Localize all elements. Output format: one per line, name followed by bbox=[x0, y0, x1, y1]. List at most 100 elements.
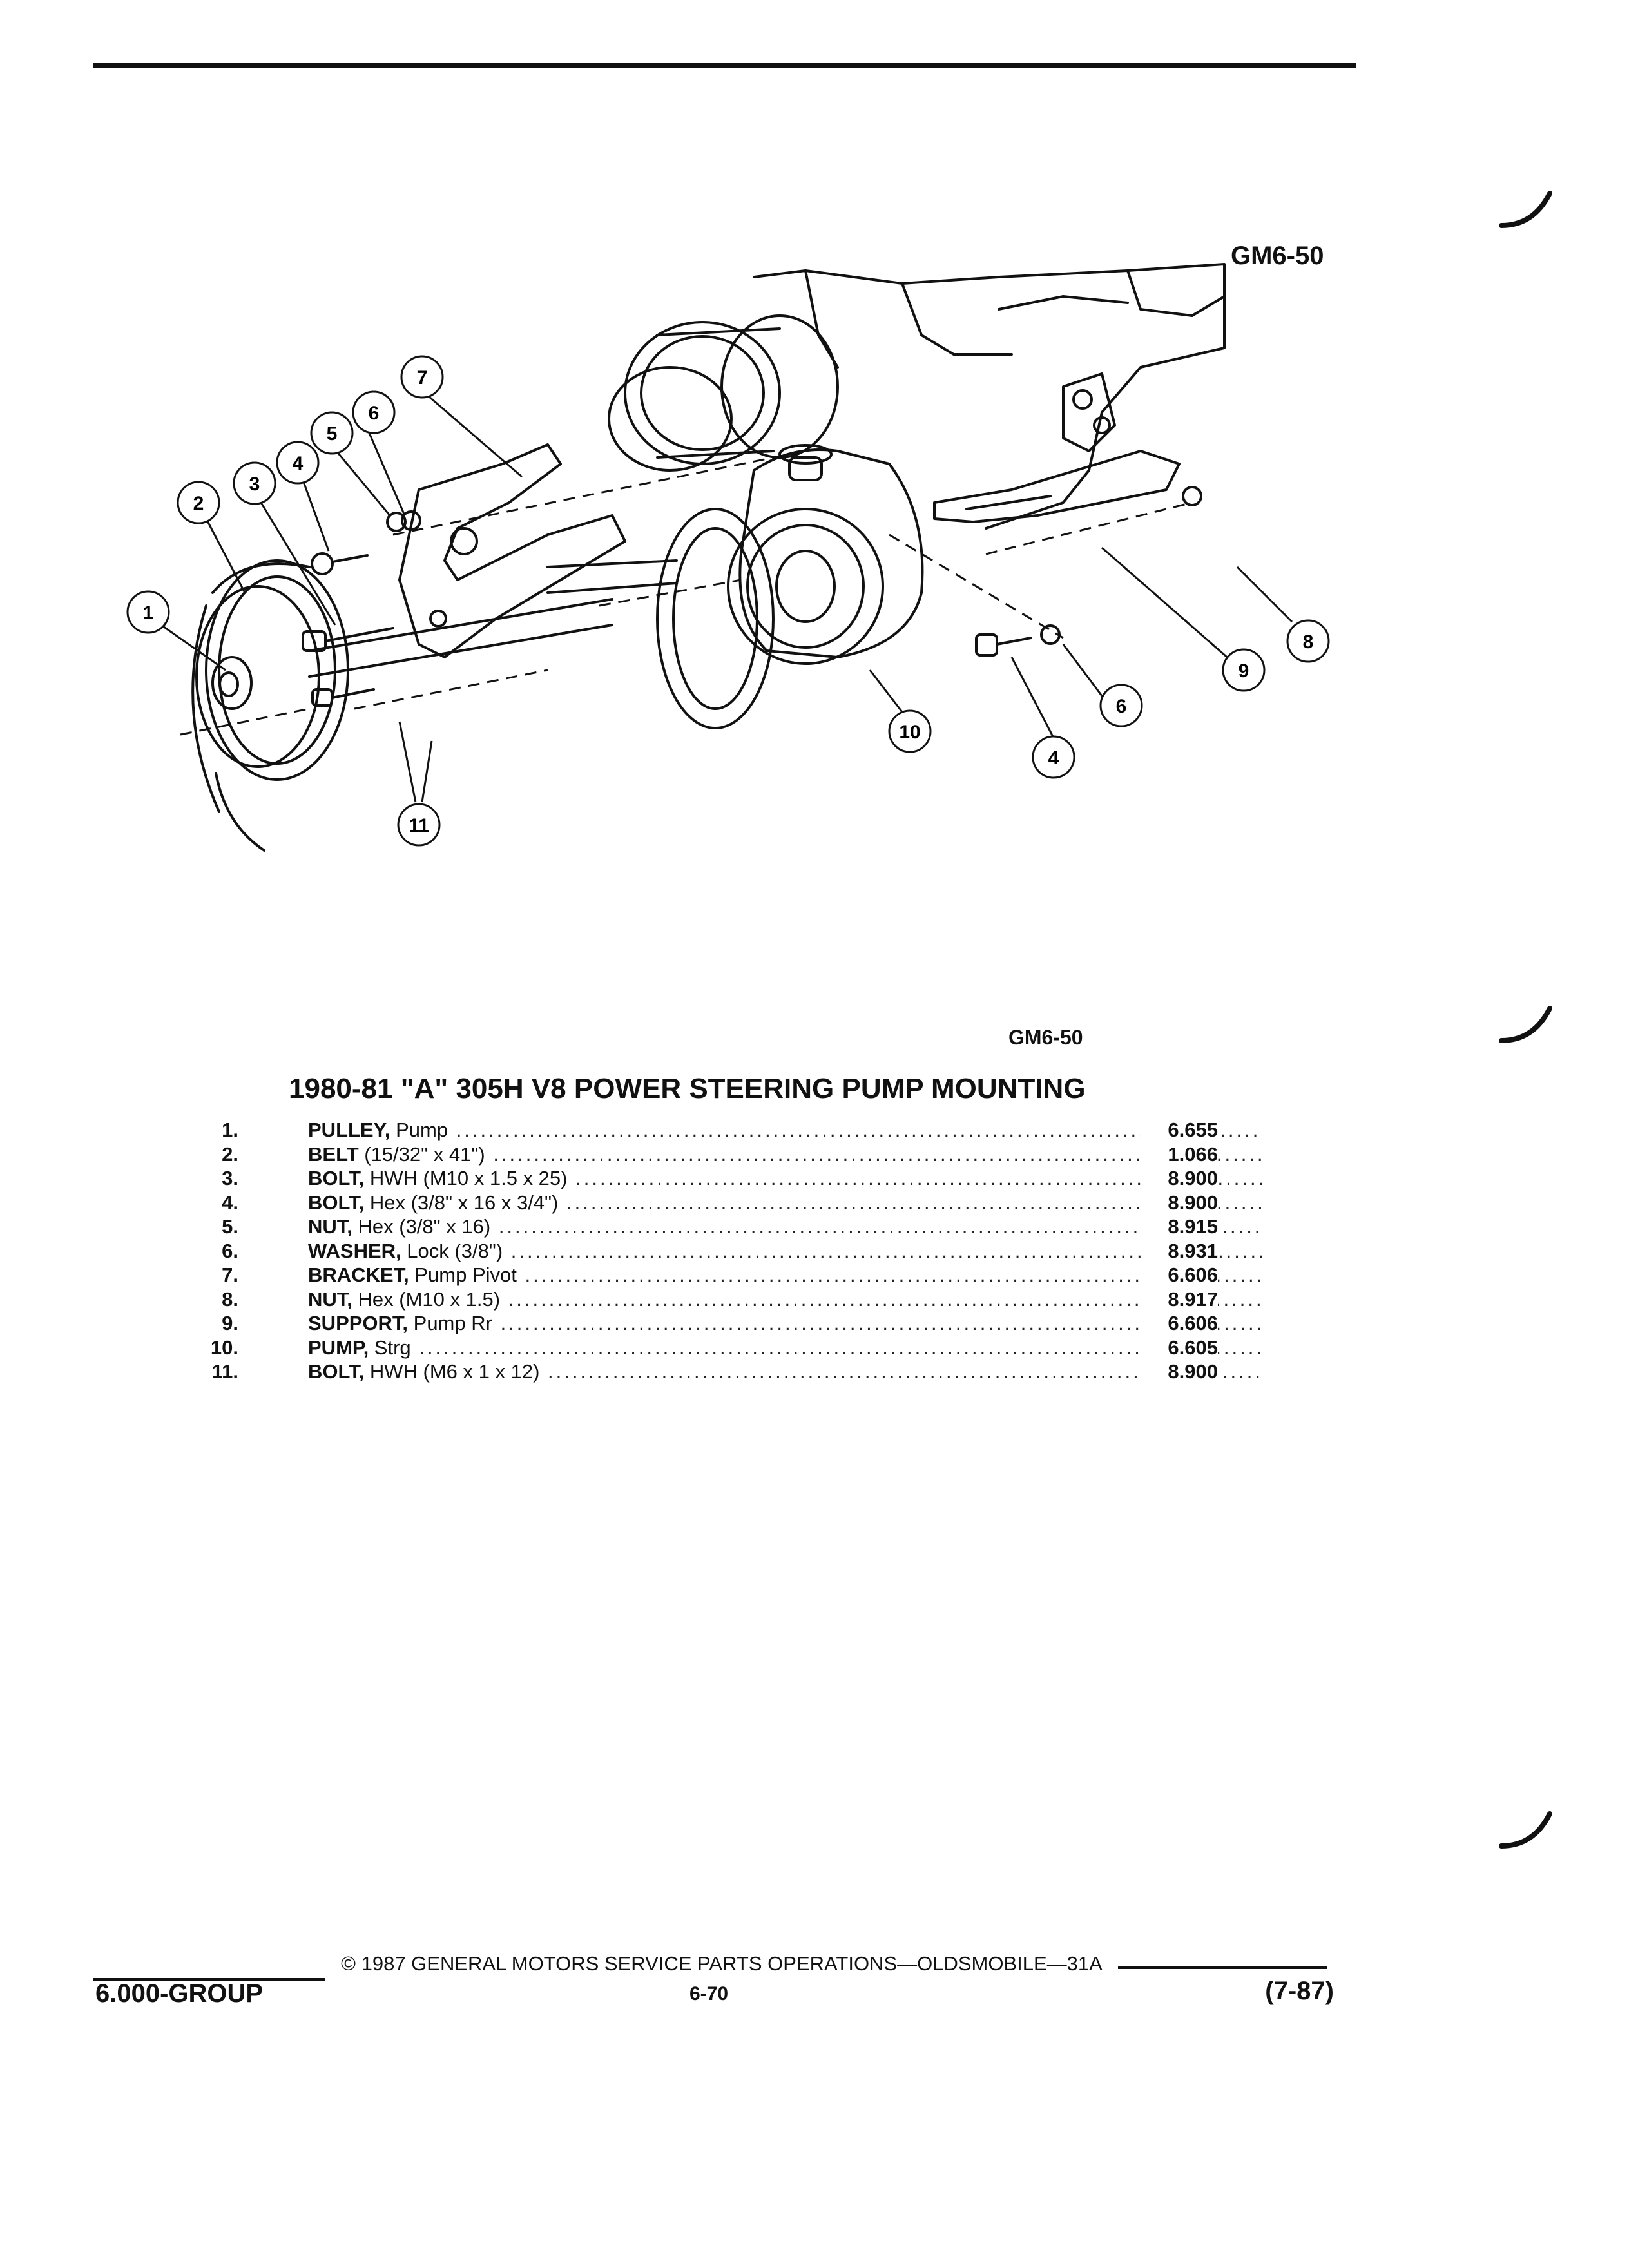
callout-10: 10 bbox=[888, 709, 932, 753]
callout-6: 6 bbox=[352, 390, 396, 434]
figure-reference-top: GM6-50 bbox=[1231, 242, 1324, 270]
svg-text:6: 6 bbox=[369, 403, 380, 424]
part-description: BOLT, Hex (3/8" x 16 x 3/4") ...........… bbox=[308, 1191, 1262, 1215]
pump-pulley bbox=[205, 559, 349, 781]
svg-text:6: 6 bbox=[1116, 696, 1127, 717]
callout-9: 9 bbox=[1222, 648, 1266, 692]
part-spec: Lock (3/8") bbox=[401, 1239, 503, 1262]
footer-copyright: © 1987 GENERAL MOTORS SERVICE PARTS OPER… bbox=[341, 1952, 1103, 1975]
binder-mark-icon bbox=[1499, 1006, 1552, 1043]
part-description: BOLT, HWH (M6 x 1 x 12) ................… bbox=[308, 1360, 1262, 1384]
part-number: 9. bbox=[222, 1312, 238, 1334]
part-name: BELT bbox=[308, 1142, 359, 1166]
part-spec: Pump bbox=[390, 1119, 448, 1141]
part-group-code: 8.917 bbox=[1141, 1287, 1218, 1311]
part-name: PULLEY, bbox=[308, 1119, 390, 1141]
callout-1: 1 bbox=[126, 590, 170, 634]
footer-group: 6.000-GROUP bbox=[95, 1979, 264, 2008]
callout-11: 11 bbox=[397, 803, 441, 847]
part-group-code: 8.931 bbox=[1141, 1238, 1218, 1263]
svg-text:4: 4 bbox=[1048, 747, 1059, 769]
svg-text:4: 4 bbox=[293, 453, 304, 474]
part-spec: Pump Rr bbox=[408, 1312, 492, 1334]
part-number: 7. bbox=[222, 1264, 238, 1286]
svg-text:8: 8 bbox=[1303, 631, 1314, 653]
part-number: 6. bbox=[222, 1239, 238, 1262]
callout-3: 3 bbox=[233, 461, 276, 505]
part-description: WASHER, Lock (3/8") ....................… bbox=[308, 1239, 1262, 1264]
table-row: 11.BOLT, HWH (M6 x 1 x 12) .............… bbox=[193, 1360, 1262, 1384]
part-description: BOLT, HWH (M10 x 1.5 x 25) .............… bbox=[308, 1166, 1262, 1191]
part-spec: Hex (M10 x 1.5) bbox=[352, 1287, 501, 1311]
callout-5: 5 bbox=[310, 411, 354, 455]
callout-4b: 4 bbox=[1032, 735, 1075, 779]
part-spec: Hex (3/8" x 16 x 3/4") bbox=[364, 1191, 559, 1214]
part-name: NUT, bbox=[308, 1215, 352, 1238]
part-name: WASHER, bbox=[308, 1239, 401, 1262]
svg-text:9: 9 bbox=[1239, 660, 1249, 682]
part-name: BRACKET, bbox=[308, 1264, 409, 1286]
part-number: 5. bbox=[222, 1215, 238, 1238]
part-number: 1. bbox=[222, 1119, 238, 1141]
table-row: 3. BOLT, HWH (M10 x 1.5 x 25) ...........… bbox=[193, 1166, 1262, 1191]
part-spec: Strg bbox=[369, 1336, 411, 1359]
table-row: 7. BRACKET, Pump Pivot ..................… bbox=[193, 1263, 1262, 1287]
binder-mark-icon bbox=[1499, 191, 1552, 228]
part-name: PUMP, bbox=[308, 1336, 369, 1359]
table-row: 9. SUPPORT, Pump Rr .....................… bbox=[193, 1311, 1262, 1336]
page-title: 1980-81 "A" 305H V8 POWER STEERING PUMP … bbox=[289, 1073, 1086, 1104]
part-number: 3. bbox=[222, 1167, 238, 1189]
callout-2: 2 bbox=[177, 481, 220, 524]
part-spec: Hex (3/8" x 16) bbox=[352, 1215, 491, 1238]
part-number: 4. bbox=[222, 1191, 238, 1214]
table-row: 5. NUT, Hex (3/8" x 16) .................… bbox=[193, 1215, 1262, 1239]
rear-support bbox=[933, 450, 1181, 523]
part-name: BOLT, bbox=[308, 1167, 365, 1189]
part-group-code: 6.606 bbox=[1141, 1263, 1218, 1287]
part-description: BRACKET, Pump Pivot ....................… bbox=[308, 1263, 1262, 1287]
callout-8: 8 bbox=[1286, 619, 1330, 663]
part-name: BOLT, bbox=[308, 1191, 365, 1214]
svg-text:10: 10 bbox=[899, 722, 920, 743]
part-group-code: 8.915 bbox=[1141, 1215, 1218, 1239]
part-group-code: 6.655 bbox=[1141, 1118, 1218, 1142]
leader-dots: ........................................… bbox=[510, 1239, 1262, 1262]
footer-rule-left bbox=[93, 1978, 325, 1981]
table-row: 1. PULLEY, Pump .........................… bbox=[193, 1118, 1262, 1142]
leader-dots: ........................................… bbox=[525, 1264, 1262, 1286]
binder-mark-icon bbox=[1499, 1811, 1552, 1849]
part-description: NUT, Hex (3/8" x 16) ...................… bbox=[308, 1215, 1262, 1239]
svg-text:1: 1 bbox=[143, 602, 154, 624]
part-description: PULLEY, Pump ...........................… bbox=[308, 1118, 1262, 1142]
leader-dots: ........................................… bbox=[498, 1215, 1262, 1238]
part-description: BELT (15/32" x 41") ....................… bbox=[308, 1142, 1262, 1167]
part-number: 10. bbox=[210, 1336, 238, 1359]
part-group-code: 1.066 bbox=[1141, 1142, 1218, 1166]
part-name: BOLT, bbox=[308, 1360, 365, 1383]
pump-body bbox=[738, 448, 924, 658]
leader-dots: ........................................… bbox=[493, 1142, 1262, 1166]
part-group-code: 8.900 bbox=[1141, 1190, 1218, 1215]
top-rule bbox=[93, 63, 1356, 68]
part-name: NUT, bbox=[308, 1287, 352, 1311]
part-number: 8. bbox=[222, 1287, 238, 1311]
table-row: 4. BOLT, Hex (3/8" x 16 x 3/4") .........… bbox=[193, 1190, 1262, 1215]
exploded-diagram: 1 2 3 4 5 6 7 8 9 10 11 4 6 bbox=[126, 263, 1330, 852]
part-spec: (15/32" x 41") bbox=[358, 1142, 485, 1166]
drive-belt bbox=[191, 562, 311, 852]
leader-dots: ........................................… bbox=[500, 1312, 1262, 1334]
figure-reference-bottom: GM6-50 bbox=[1008, 1026, 1083, 1049]
leader-dots: ........................................… bbox=[508, 1287, 1262, 1311]
footer-date: (7-87) bbox=[1265, 1977, 1334, 2005]
callout-4: 4 bbox=[276, 441, 320, 485]
part-group-code: 8.900 bbox=[1141, 1166, 1218, 1191]
svg-text:11: 11 bbox=[409, 815, 429, 836]
parts-list: 1. PULLEY, Pump .........................… bbox=[193, 1118, 1262, 1384]
footer-rule-right bbox=[1118, 1966, 1327, 1969]
part-spec: Pump Pivot bbox=[409, 1264, 517, 1286]
part-description: SUPPORT, Pump Rr .......................… bbox=[308, 1311, 1262, 1336]
leader-dots: ........................................… bbox=[419, 1336, 1262, 1359]
part-description: PUMP, Strg .............................… bbox=[308, 1336, 1262, 1360]
pivot-bracket bbox=[398, 443, 626, 658]
footer-page-number: 6-70 bbox=[689, 1983, 729, 2004]
